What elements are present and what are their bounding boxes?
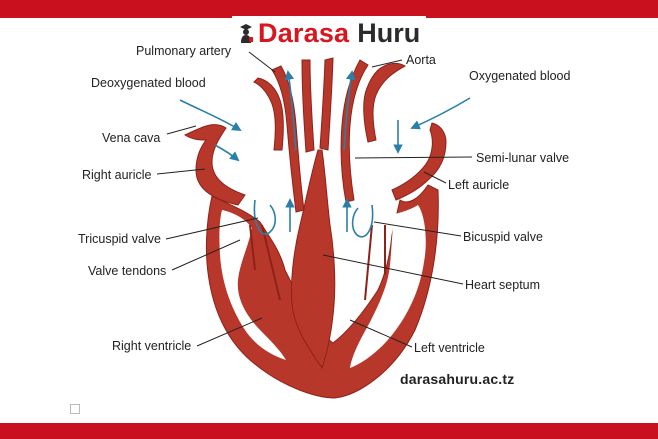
label-semi-lunar-valve: Semi-lunar valve	[476, 151, 569, 165]
brand-name-darasa: Darasa	[258, 17, 350, 48]
heart-muscle	[183, 57, 447, 399]
right-ventricle-cavity	[219, 210, 286, 360]
leader-tricuspid-valve	[165, 217, 259, 240]
leader-aorta	[371, 59, 403, 68]
scan-mark-icon	[70, 404, 80, 414]
blood-flow-arrows	[179, 70, 471, 238]
label-left-ventricle: Left ventricle	[414, 341, 485, 355]
deoxygenated-inflow-arrow	[179, 99, 242, 131]
pulmonary-up-arrow	[284, 70, 297, 151]
label-heart-septum: Heart septum	[465, 278, 540, 292]
right-auricle-wall	[183, 124, 246, 206]
pulmonary-artery-inner-wall	[301, 59, 315, 153]
label-tricuspid-valve: Tricuspid valve	[78, 232, 161, 246]
left-ventricle-cavity	[350, 205, 426, 368]
label-right-ventricle: Right ventricle	[112, 339, 191, 353]
label-pulmonary-artery: Pulmonary artery	[136, 44, 232, 58]
tendon-right-2	[249, 224, 256, 271]
label-vena-cava: Vena cava	[102, 131, 160, 145]
diagram-labels: Pulmonary artery Aorta Deoxygenated bloo…	[78, 44, 571, 355]
label-deoxygenated-blood: Deoxygenated blood	[91, 76, 206, 90]
tendon-right-1	[261, 224, 281, 301]
pulmonary-artery-wall	[271, 65, 305, 213]
oxygenated-inflow-arrow	[410, 97, 471, 130]
septum	[290, 149, 336, 370]
aorta-up-arrow	[343, 70, 356, 151]
leader-semi-lunar-valve	[354, 156, 473, 159]
label-bicuspid-valve: Bicuspid valve	[463, 230, 543, 244]
leader-lines	[156, 51, 473, 348]
brand-logo: Darasa Huru	[232, 16, 427, 50]
label-right-auricle: Right auricle	[82, 168, 152, 182]
website-url: darasahuru.ac.tz	[400, 371, 515, 387]
leader-left-auricle	[423, 171, 447, 184]
left-valve-loop-arrow	[351, 204, 374, 238]
leader-valve-tendons	[171, 239, 241, 271]
label-aorta: Aorta	[406, 53, 436, 67]
aorta-arch-left	[253, 77, 284, 151]
leader-pulmonary-artery	[248, 51, 276, 73]
brand-name-huru: Huru	[357, 17, 421, 48]
bottom-banner-bar	[0, 423, 658, 439]
left-auricle-wall	[391, 122, 447, 201]
leader-bicuspid-valve	[373, 221, 462, 237]
aorta-arch-right	[363, 62, 407, 143]
leader-heart-septum	[322, 254, 464, 285]
tendon-left-1	[364, 224, 373, 301]
leader-left-ventricle	[349, 319, 413, 348]
leader-right-auricle	[156, 168, 206, 175]
vena-cava-arrow	[214, 144, 240, 162]
aorta-wall	[319, 57, 334, 151]
graduate-person-icon	[240, 24, 253, 43]
label-oxygenated-blood: Oxygenated blood	[469, 69, 571, 83]
top-banner-bar	[0, 0, 658, 18]
label-left-auricle: Left auricle	[448, 178, 509, 192]
leader-vena-cava	[166, 125, 197, 135]
leader-right-ventricle	[196, 317, 263, 347]
label-valve-tendons: Valve tendons	[88, 264, 166, 278]
